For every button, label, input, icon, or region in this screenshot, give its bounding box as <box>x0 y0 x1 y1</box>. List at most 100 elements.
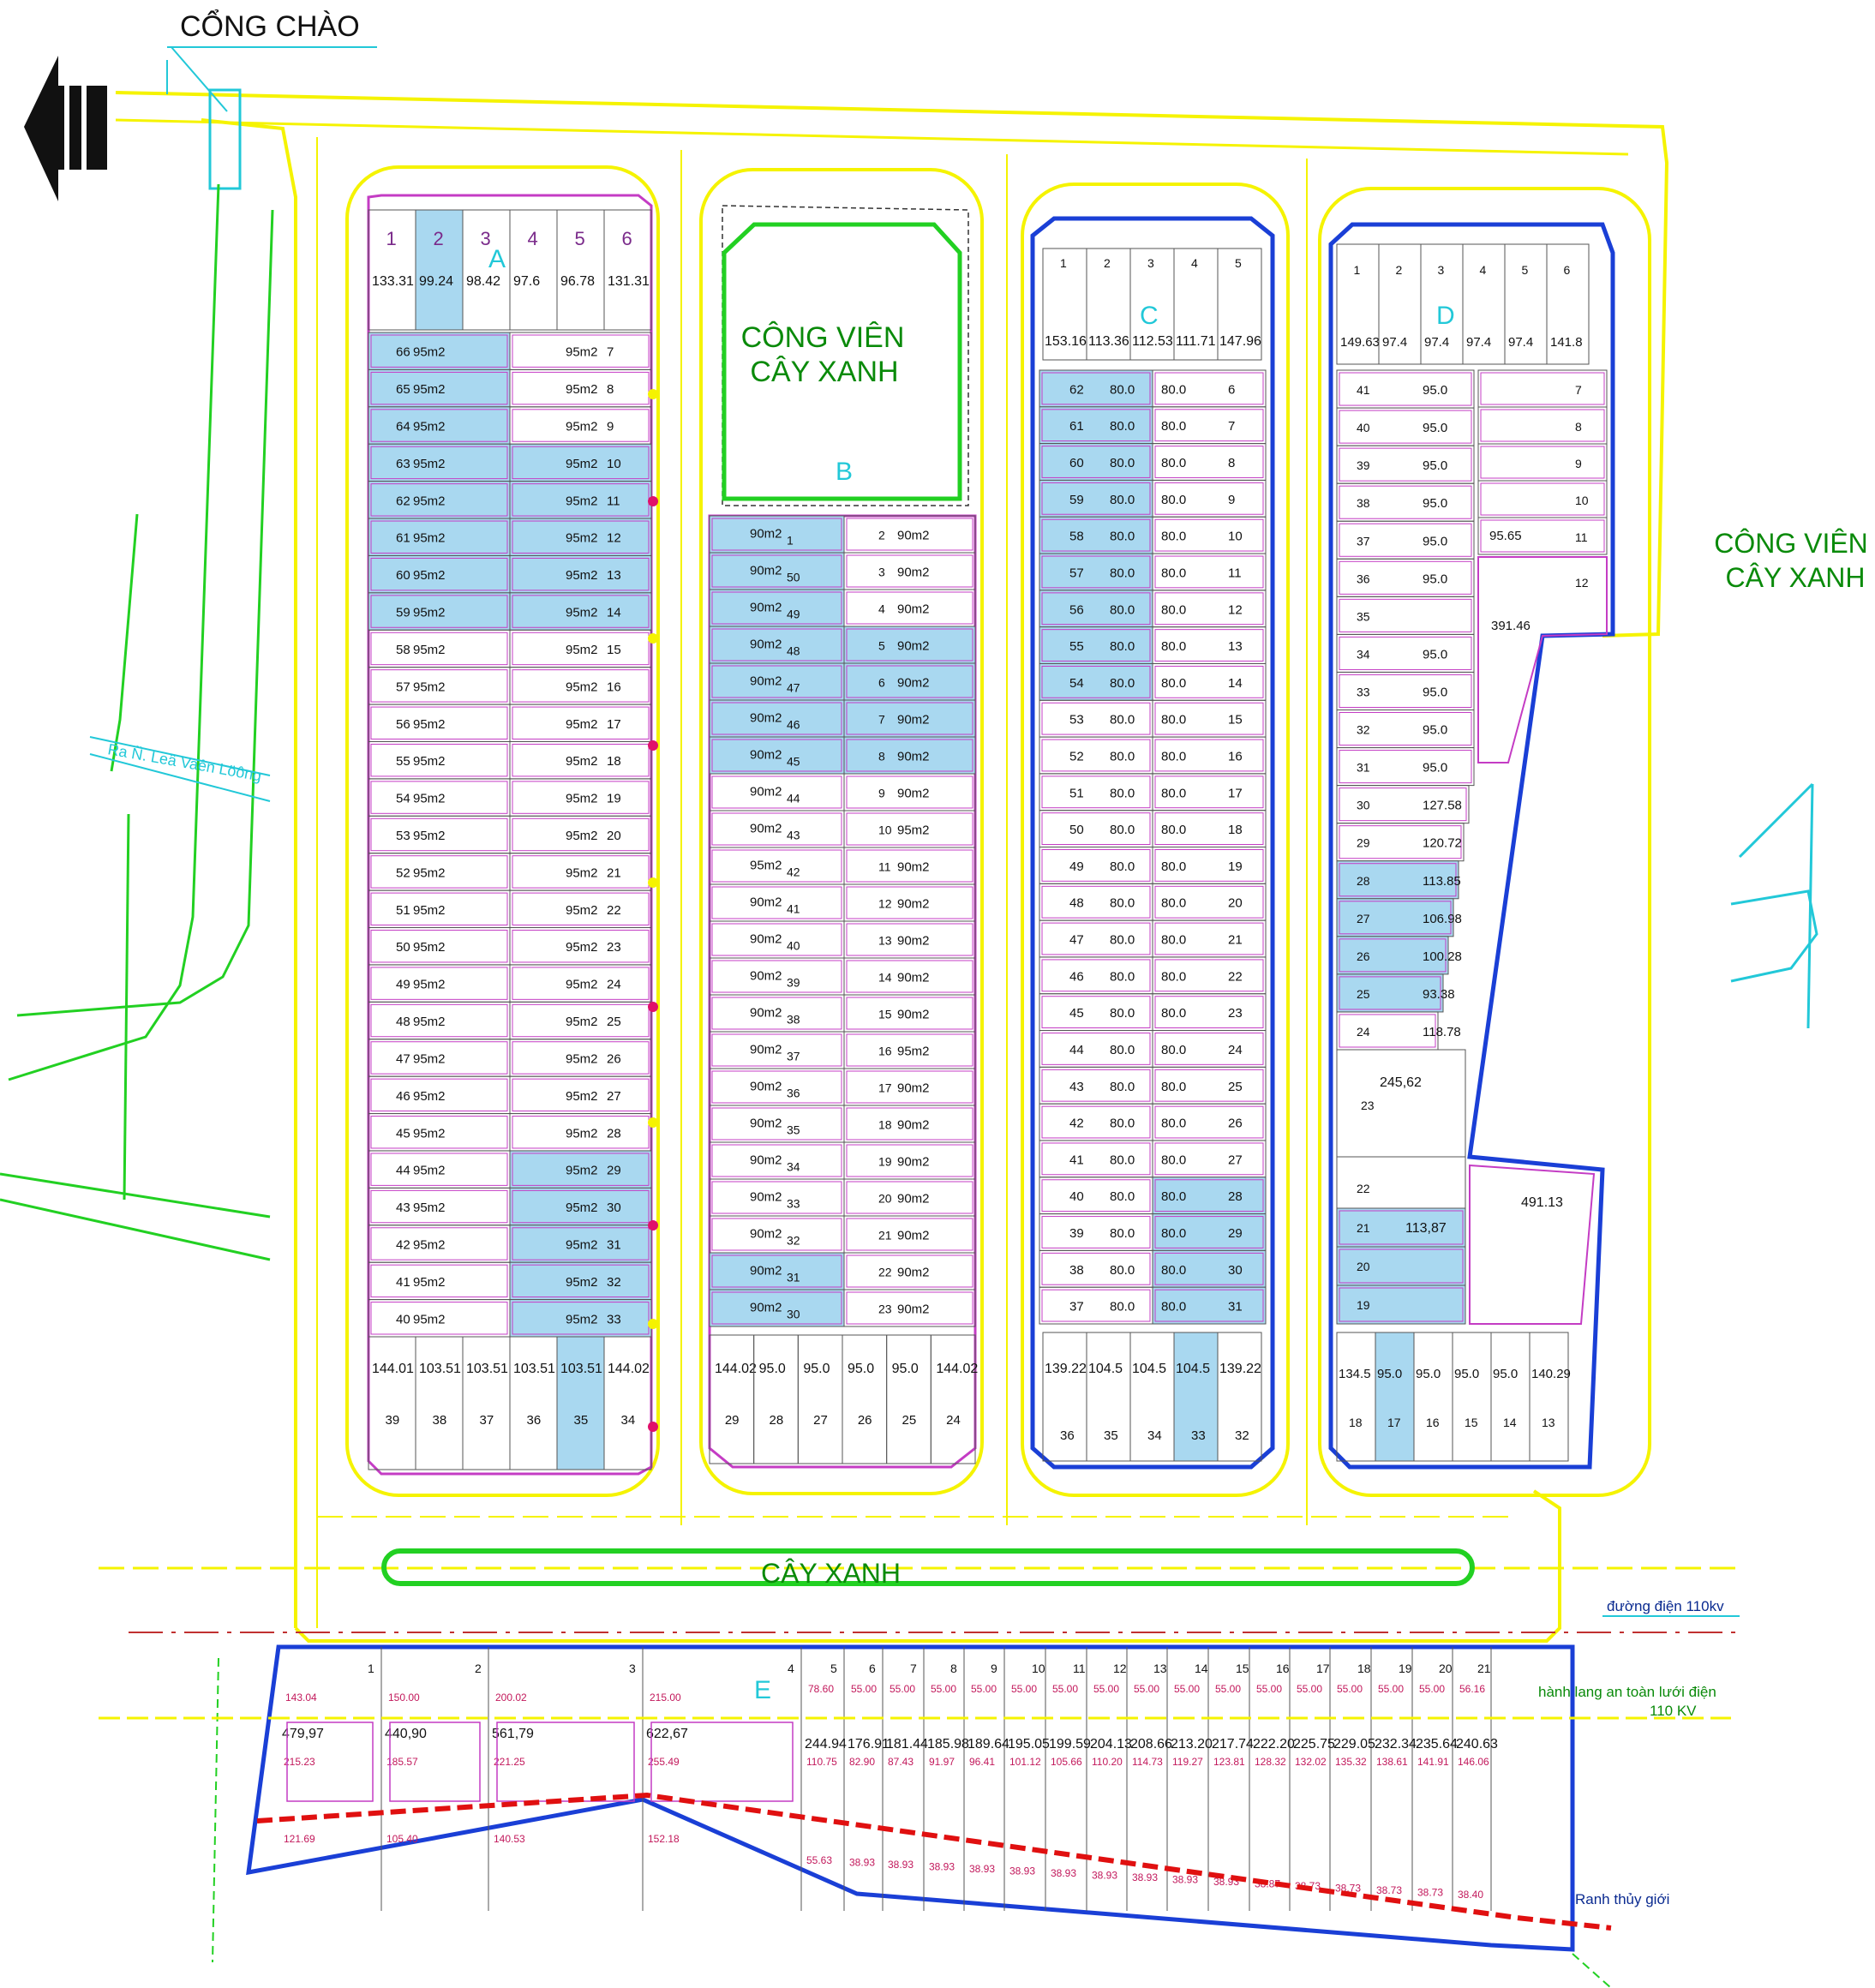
block-c-left-lot-setback <box>1041 482 1151 515</box>
block-e-lot-upper-area: 143.04 <box>285 1692 317 1704</box>
power-marker <box>648 740 658 751</box>
block-e-lot-inner-area: 185.57 <box>386 1756 418 1768</box>
block-b-right-lot-setback <box>846 554 973 588</box>
park-b-label-2: CÂY XANH <box>750 356 898 388</box>
block-a-left-lot-area: 95m2 <box>413 1201 446 1215</box>
block-c-right-lot-setback <box>1154 592 1264 626</box>
block-c-left-lot <box>1039 590 1153 628</box>
block-b-right-lot-number: 22 <box>878 1266 892 1279</box>
block-b-bottom-lot-number: 26 <box>858 1413 872 1428</box>
block-d-left-lot-setback <box>1339 976 1441 1010</box>
block-b-left-lot-setback <box>711 554 842 588</box>
block-a-left-lot-number: 54 <box>396 792 410 806</box>
block-c-top-lot-area: 113.36 <box>1088 334 1129 349</box>
block-a-left-lot-number: 48 <box>396 1015 410 1029</box>
street-cyan-2 <box>89 753 271 802</box>
block-e-lot-number: 15 <box>1236 1662 1249 1675</box>
block-e-lot-area: 244.94 <box>805 1737 847 1751</box>
block-c-right-lot-number: 22 <box>1228 969 1243 984</box>
block-d-bottom-lot-number: 16 <box>1426 1416 1440 1429</box>
block-d-lot19-setback <box>1339 1287 1464 1322</box>
block-c-right-lot-number: 16 <box>1228 749 1243 763</box>
block-d-right-lot <box>1477 443 1608 482</box>
block-b-left-lot-setback <box>711 1218 842 1251</box>
hydrant-marker <box>648 389 658 399</box>
block-a-right-lot-area: 95m2 <box>566 903 598 918</box>
block-d-left-lot-area: 95.0 <box>1423 421 1447 435</box>
block-c-left-lot <box>1039 1213 1153 1251</box>
block-c-right-lot-number: 23 <box>1228 1006 1243 1021</box>
block-a-right-lot <box>509 554 652 594</box>
block-b-left-lot <box>709 699 845 738</box>
block-e-lot-inner-area: 132.02 <box>1295 1756 1327 1768</box>
tree-strip-label: CÂY XANH <box>761 1558 901 1589</box>
block-d-top-lot-area: 141.8 <box>1550 335 1583 350</box>
block-b-right-lot-setback <box>846 960 973 993</box>
block-e-lot-upper-area: 215.00 <box>650 1692 681 1704</box>
block-c-right-lot-setback <box>1154 1069 1264 1102</box>
block-a-right-lot-setback <box>512 334 650 368</box>
block-d-right-lot-setback <box>1480 372 1605 405</box>
block-b-right-lot-number: 23 <box>878 1302 892 1316</box>
block-b-right-lot-number: 9 <box>878 787 885 800</box>
block-c-top-lot-number: 5 <box>1235 256 1242 270</box>
block-e-lot-upper-area: 55.00 <box>931 1683 956 1695</box>
block-d-left-lot-setback <box>1339 674 1472 709</box>
block-a-left-lot-setback <box>370 371 508 405</box>
block-a-left-lot-number: 58 <box>396 643 410 657</box>
block-b-right-lot-area: 90m2 <box>897 1008 930 1022</box>
block-a-right-lot-area: 95m2 <box>566 680 598 694</box>
block-a-right-lot-number: 25 <box>607 1015 621 1029</box>
block-e-lot-inner-area: 255.49 <box>648 1756 680 1768</box>
block-d-left-lot-number: 25 <box>1357 987 1370 1001</box>
block-b-left-lot-area: 90m2 <box>750 969 782 984</box>
block-c-left-lot-setback <box>1041 922 1151 955</box>
block-e-lot-inner-area: 82.90 <box>849 1756 875 1768</box>
block-a-right-lot-setback <box>512 1003 650 1038</box>
block-a-left-lot-area: 95m2 <box>413 1164 446 1178</box>
block-d-left-lot-setback <box>1339 523 1472 557</box>
block-b-bottom-lot-area: 144.02 <box>715 1362 757 1376</box>
block-b-right-lot-area: 90m2 <box>897 1192 930 1207</box>
block-d-left-lot-setback <box>1339 636 1472 670</box>
block-d-left-lot-setback <box>1339 712 1472 746</box>
block-c-left-lot <box>1039 406 1153 445</box>
block-a-left-lot-setback <box>370 669 508 703</box>
block-a-right-lot-number: 33 <box>607 1312 621 1326</box>
block-a-left-lot-number: 62 <box>396 494 410 508</box>
block-c-left-lot-setback <box>1041 702 1151 735</box>
block-b-right-lot-area: 90m2 <box>897 713 930 728</box>
block-c-left-lot-setback <box>1041 665 1151 698</box>
block-b-right-lot-number: 11 <box>878 860 891 874</box>
block-a-bottom-lot <box>603 1336 652 1470</box>
block-e-lot-lower-area: 38.93 <box>1009 1865 1035 1877</box>
block-c-left-lot <box>1039 699 1153 738</box>
block-c-right-lot-number: 27 <box>1228 1153 1243 1167</box>
block-b-right-lot-number: 3 <box>878 566 885 579</box>
block-e-lot-number: 17 <box>1316 1662 1330 1675</box>
block-a-left-lot-area: 95m2 <box>413 940 446 955</box>
block-c-right-lot-setback <box>1154 446 1264 478</box>
block-a-right-lot-setback <box>512 520 650 554</box>
block-d-left-lot-setback <box>1339 787 1467 822</box>
block-b-right-lot-setback <box>846 739 973 772</box>
block-a-top-lot-area: 131.31 <box>608 274 650 289</box>
block-b-left-lot-number: 36 <box>787 1087 800 1100</box>
block-e-label: E <box>754 1676 771 1704</box>
block-b-left-lot-area: 90m2 <box>750 1227 782 1242</box>
powerline-label: đường điện 110kv <box>1607 1598 1724 1614</box>
block-a-right-lot-setback <box>512 409 650 442</box>
block-d-bottom-lot <box>1452 1332 1492 1462</box>
block-a-right-lot-setback <box>512 632 650 666</box>
block-b-right-lot-setback <box>846 886 973 919</box>
block-a-left-lot-setback <box>370 1302 508 1335</box>
block-e-lot-lower-area: 105.40 <box>386 1833 418 1845</box>
block-c-left-lot-area: 80.0 <box>1110 1117 1135 1131</box>
block-b-left-lot-number: 35 <box>787 1123 800 1137</box>
block-a-right-lot-number: 17 <box>607 717 621 732</box>
block-d-left-lot-number: 36 <box>1357 572 1370 585</box>
block-b-left-lot-setback <box>711 1291 842 1325</box>
block-c-left-lot-setback <box>1041 739 1151 772</box>
block-e-lot-area: 208.66 <box>1130 1737 1172 1751</box>
block-d-left-lot-number: 26 <box>1357 949 1370 963</box>
